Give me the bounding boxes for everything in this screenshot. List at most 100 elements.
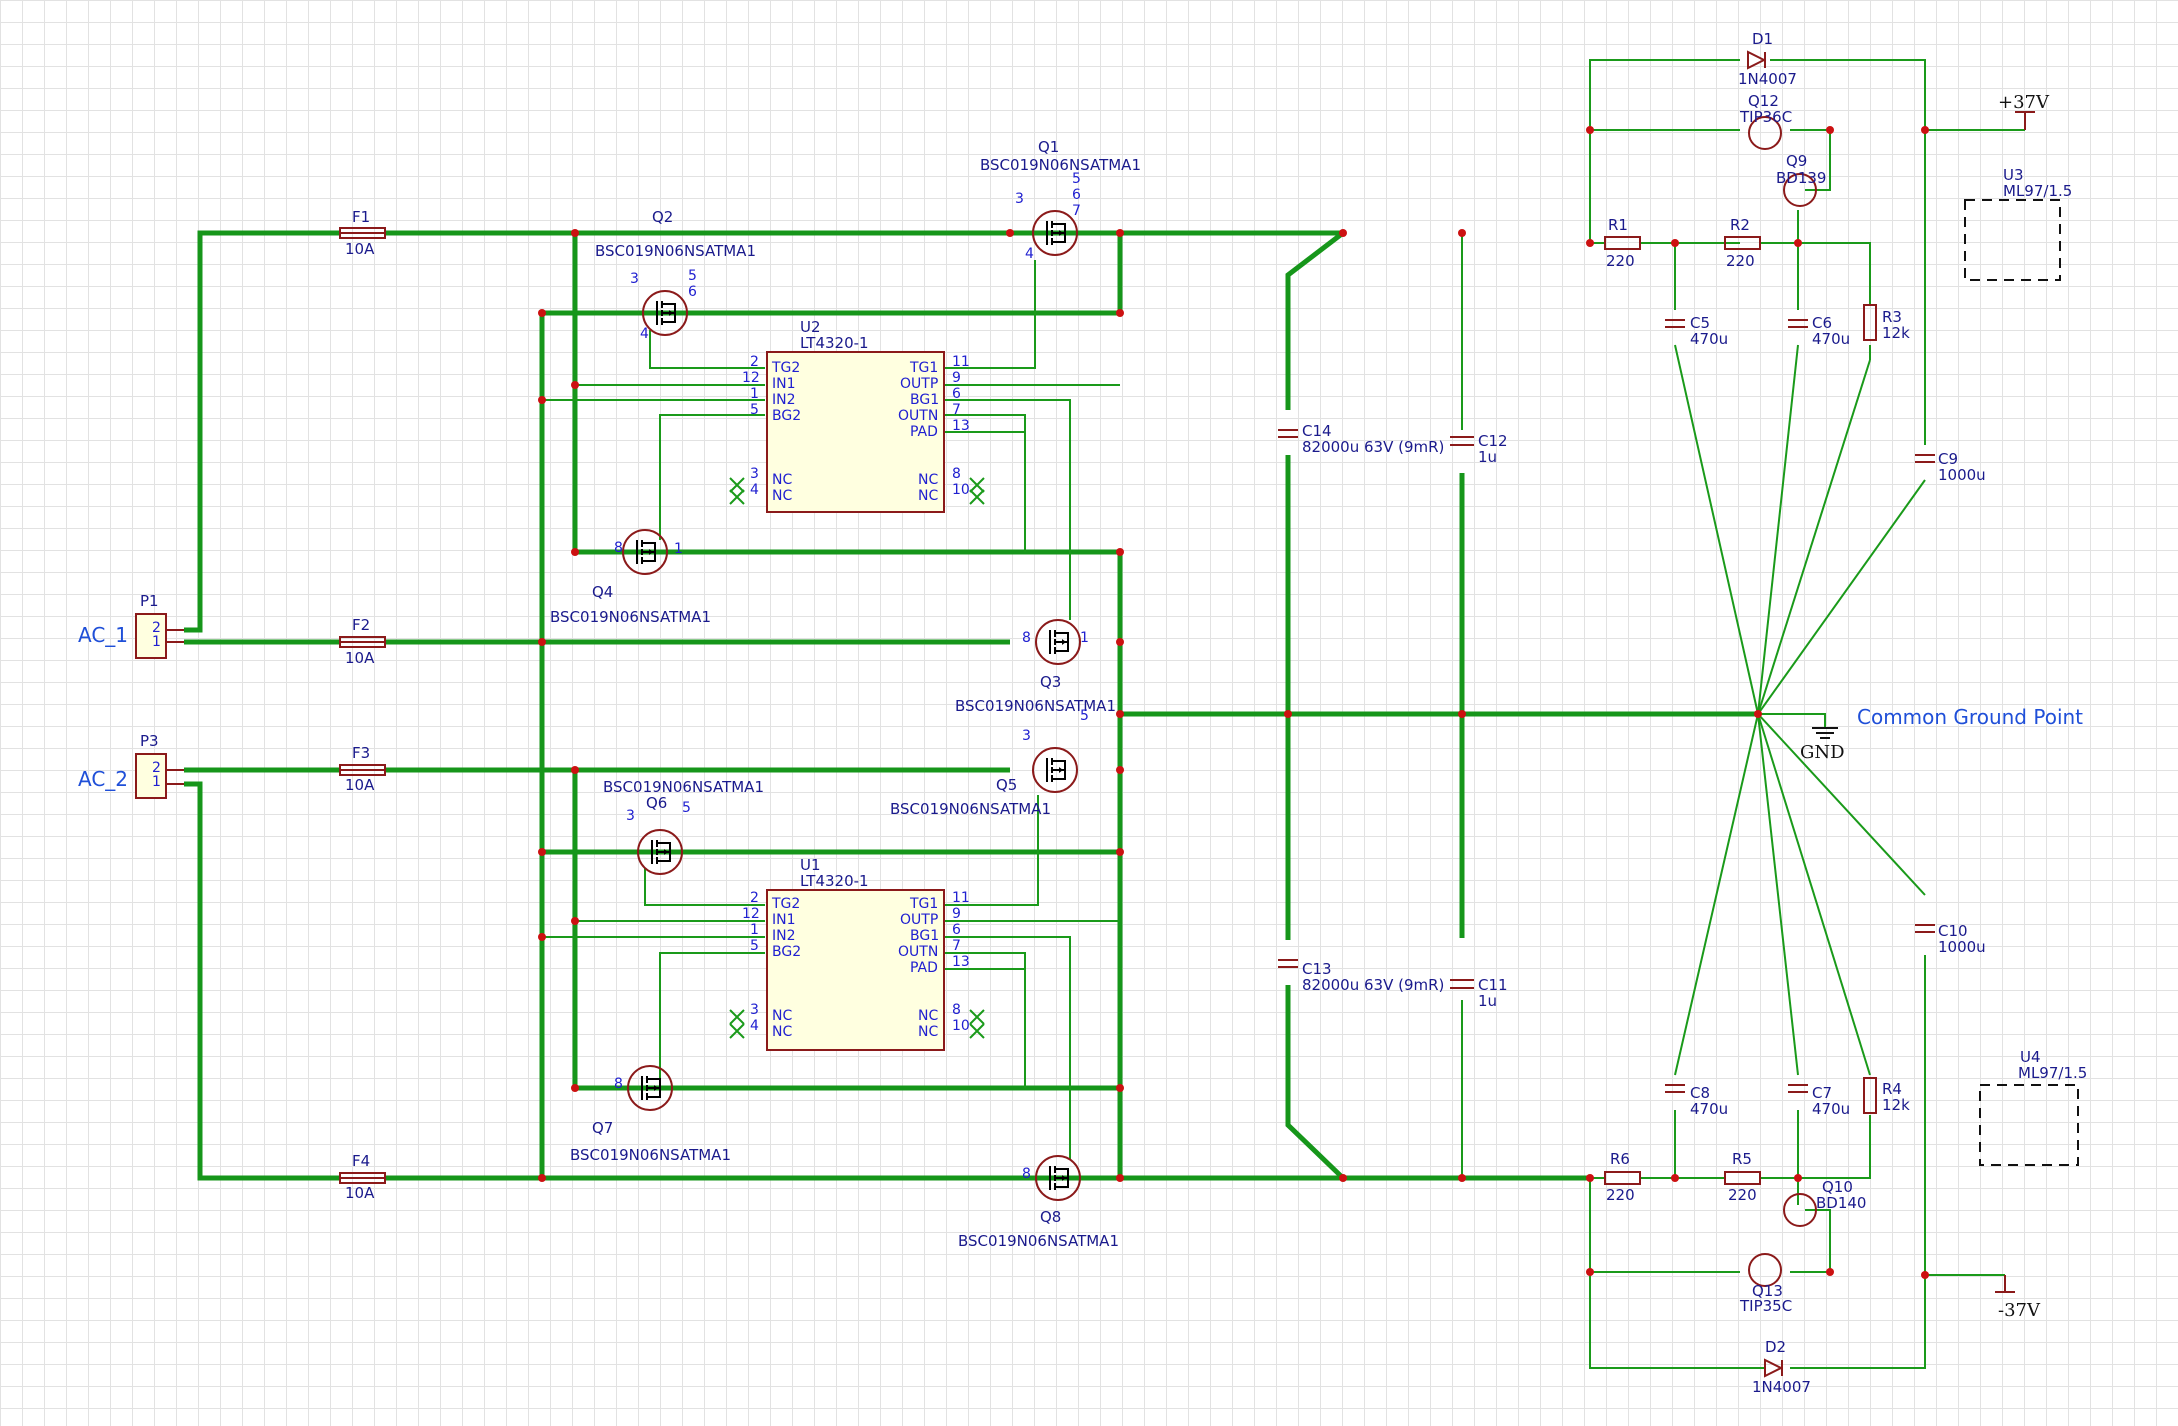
module-u3[interactable]: U3 ML97/1.5 xyxy=(1964,166,2072,281)
u2-pin-num: 5 xyxy=(750,402,759,418)
mosfet-q5[interactable]: Q5 BSC019N06NSATMA1 3 5 xyxy=(890,708,1089,818)
mosfet-q6[interactable]: Q6 BSC019N06NSATMA1 3 5 xyxy=(603,778,764,875)
u2-pin-name: TG1 xyxy=(909,360,938,376)
q5-ref: Q5 xyxy=(996,776,1017,794)
u1-ref: U1 xyxy=(800,856,821,874)
capacitor-c13[interactable]: C13 82000u 63V (9mR) xyxy=(1278,959,1444,994)
fuse-f4[interactable]: F4 10A xyxy=(339,1152,386,1202)
q1-value: BSC019N06NSATMA1 xyxy=(980,156,1141,174)
d1-value: 1N4007 xyxy=(1738,70,1797,88)
c5-value: 470u xyxy=(1690,330,1728,348)
c14-ref: C14 xyxy=(1302,422,1332,440)
capacitor-c10[interactable]: C10 1000u xyxy=(1915,922,1986,956)
u2-pin-num: 13 xyxy=(952,418,970,434)
u1-pin-name: OUTP xyxy=(900,912,938,928)
f1-ref: F1 xyxy=(352,208,370,226)
u1-pin-name: NC xyxy=(772,1008,792,1024)
u2-pin-name: OUTN xyxy=(898,408,938,424)
q2-pin: 6 xyxy=(688,284,697,300)
ic-u2[interactable]: U2 LT4320-1 2 12 1 5 3 4 TG2 IN1 IN2 BG2… xyxy=(742,318,970,513)
u1-pin-name: TG1 xyxy=(909,896,938,912)
c12-value: 1u xyxy=(1478,448,1497,466)
module-u4[interactable]: U4 ML97/1.5 xyxy=(1979,1048,2087,1166)
q4-pin: 1 xyxy=(674,541,683,557)
fuse-f2[interactable]: F2 10A xyxy=(339,616,386,667)
p1-pin-1: 1 xyxy=(152,634,161,650)
u1-pin-name: OUTN xyxy=(898,944,938,960)
mosfet-q8[interactable]: Q8 BSC019N06NSATMA1 8 xyxy=(958,1155,1119,1250)
q12-ref: Q12 xyxy=(1748,92,1779,110)
u2-ref: U2 xyxy=(800,318,821,336)
resistor-r4[interactable]: R4 12k xyxy=(1863,1077,1910,1114)
rail-positive: +37V xyxy=(1998,92,2050,130)
u4-ref: U4 xyxy=(2020,1048,2041,1066)
f2-value: 10A xyxy=(345,649,375,667)
capacitor-c11[interactable]: C11 1u xyxy=(1450,976,1508,1010)
c7-ref: C7 xyxy=(1812,1084,1832,1102)
u2-pin-name: IN1 xyxy=(772,376,796,392)
q1-pin: 6 xyxy=(1072,187,1081,203)
fuse-f1[interactable]: F1 10A xyxy=(339,208,386,258)
q10-ref: Q10 xyxy=(1822,1178,1853,1196)
mosfet-q2[interactable]: Q2 BSC019N06NSATMA1 3 5 6 4 xyxy=(595,208,756,342)
capacitor-c8[interactable]: C8 470u xyxy=(1665,1084,1728,1118)
p1-ref: P1 xyxy=(140,592,159,610)
u2-pin-num: 9 xyxy=(952,370,961,386)
net-label-ac2: AC_2 xyxy=(78,767,128,791)
transistor-q9[interactable]: Q9 BD139 xyxy=(1776,152,1826,207)
capacitor-c5[interactable]: C5 470u xyxy=(1665,314,1728,348)
q3-value: BSC019N06NSATMA1 xyxy=(955,697,1116,715)
rail-negative: -37V xyxy=(1995,1275,2041,1321)
u2-pin-name: NC xyxy=(772,472,792,488)
capacitor-c12[interactable]: C12 1u xyxy=(1450,432,1508,466)
f2-ref: F2 xyxy=(352,616,370,634)
q4-value: BSC019N06NSATMA1 xyxy=(550,608,711,626)
u2-pin-name: IN2 xyxy=(772,392,796,408)
resistor-r1[interactable]: R1 220 xyxy=(1604,216,1641,270)
r6-value: 220 xyxy=(1606,1186,1635,1204)
f3-ref: F3 xyxy=(352,744,370,762)
c11-value: 1u xyxy=(1478,992,1497,1010)
capacitor-c9[interactable]: C9 1000u xyxy=(1915,450,1986,484)
q6-pin: 3 xyxy=(626,808,635,824)
u1-pin-name: TG2 xyxy=(771,896,800,912)
diode-d1[interactable]: D1 1N4007 xyxy=(1738,30,1797,88)
pos-rail-label: +37V xyxy=(1998,92,2050,113)
capacitor-c6[interactable]: C6 470u xyxy=(1788,314,1850,348)
resistor-r2[interactable]: R2 220 xyxy=(1724,216,1761,270)
connector-p3[interactable]: P3 2 1 xyxy=(135,732,184,799)
mosfet-q7[interactable]: Q7 BSC019N06NSATMA1 8 xyxy=(570,1065,731,1164)
transistor-q10[interactable]: Q10 BD140 xyxy=(1783,1178,1866,1227)
c11-ref: C11 xyxy=(1478,976,1508,994)
u2-pin-name: PAD xyxy=(910,424,938,440)
mosfet-q1[interactable]: Q1 BSC019N06NSATMA1 3 5 6 7 4 xyxy=(980,138,1141,262)
capacitor-c14[interactable]: C14 82000u 63V (9mR) xyxy=(1278,422,1444,456)
capacitor-c7[interactable]: C7 470u xyxy=(1788,1084,1850,1118)
u1-pin-num: 12 xyxy=(742,906,760,922)
q1-pin: 3 xyxy=(1015,191,1024,207)
u1-pin-num: 4 xyxy=(750,1018,759,1034)
u2-pin-num: 4 xyxy=(750,482,759,498)
gnd-label: GND xyxy=(1800,742,1845,763)
connector-p1[interactable]: P1 2 1 xyxy=(135,592,184,659)
fuse-f3[interactable]: F3 10A xyxy=(339,744,386,794)
u2-value: LT4320-1 xyxy=(800,334,869,352)
q7-value: BSC019N06NSATMA1 xyxy=(570,1146,731,1164)
diode-d2[interactable]: D2 1N4007 xyxy=(1752,1338,1811,1396)
resistor-r6[interactable]: R6 220 xyxy=(1604,1150,1641,1204)
c8-value: 470u xyxy=(1690,1100,1728,1118)
q2-ref: Q2 xyxy=(652,208,673,226)
q13-ref: Q13 xyxy=(1752,1282,1783,1300)
r1-ref: R1 xyxy=(1608,216,1628,234)
ground-symbol: GND xyxy=(1800,727,1845,763)
c9-value: 1000u xyxy=(1938,466,1986,484)
mosfet-q4[interactable]: Q4 BSC019N06NSATMA1 8 1 xyxy=(550,529,711,626)
r4-value: 12k xyxy=(1882,1096,1910,1114)
transistor-q13[interactable]: Q13 TIP35C xyxy=(1739,1253,1792,1315)
resistor-r3[interactable]: R3 12k xyxy=(1863,304,1910,342)
ic-u1[interactable]: U1 LT4320-1 2 12 1 5 3 4 TG2 IN1 IN2 BG2… xyxy=(742,856,970,1051)
mosfet-q3[interactable]: Q3 BSC019N06NSATMA1 8 1 xyxy=(955,619,1116,715)
transistor-q12[interactable]: Q12 TIP36C xyxy=(1739,92,1792,150)
resistor-r5[interactable]: R5 220 xyxy=(1724,1150,1761,1204)
